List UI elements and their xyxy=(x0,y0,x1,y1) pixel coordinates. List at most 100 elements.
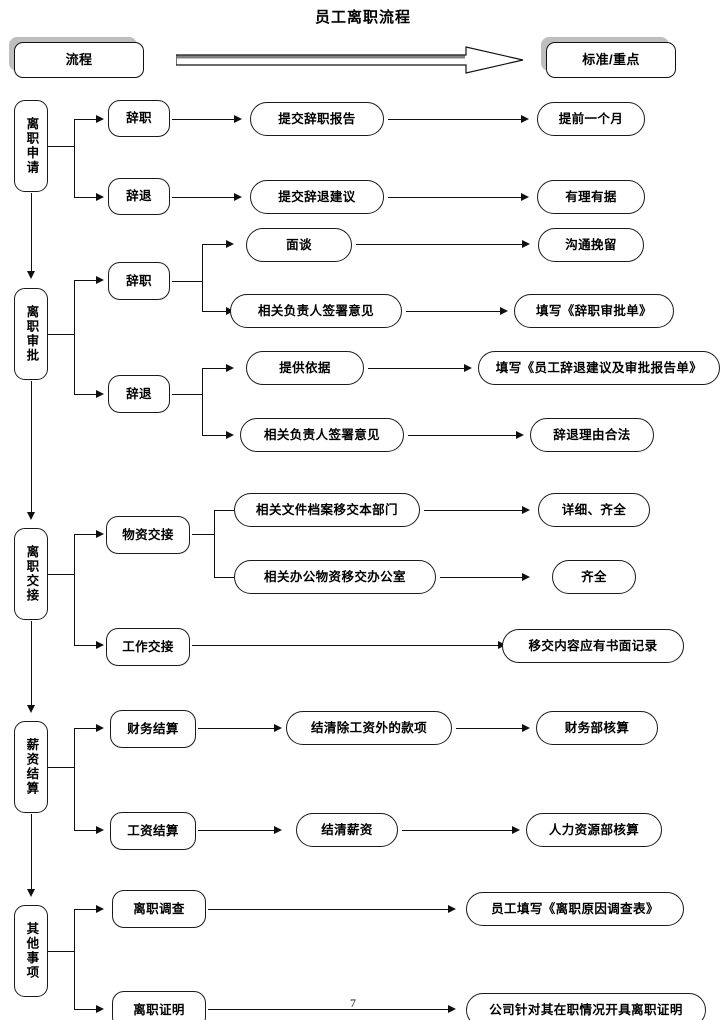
connector xyxy=(456,728,522,729)
page-title: 员工离职流程 xyxy=(314,9,411,26)
node-submit-dismissal-proposal: 提交辞退建议 xyxy=(250,180,384,214)
connector xyxy=(74,119,75,198)
arrowhead-icon xyxy=(448,904,456,913)
node-resign-2: 辞职 xyxy=(108,262,170,300)
connector xyxy=(192,645,498,646)
connector xyxy=(202,368,203,436)
arrowhead-icon xyxy=(96,529,104,538)
arrowhead-icon xyxy=(26,271,35,279)
connector xyxy=(74,1009,96,1010)
connector xyxy=(408,435,516,436)
node-hr-dept-accounting: 人力资源部核算 xyxy=(526,813,662,847)
arrowhead-icon xyxy=(26,705,35,713)
connector xyxy=(388,119,521,120)
arrowhead-icon xyxy=(274,825,282,834)
node-finance-dept-accounting: 财务部核算 xyxy=(536,711,658,745)
arrowhead-icon xyxy=(96,825,104,834)
arrowhead-icon xyxy=(226,430,234,439)
connector xyxy=(440,577,522,578)
arrowhead-icon xyxy=(96,275,104,284)
connector xyxy=(31,814,32,889)
node-dismiss-1: 辞退 xyxy=(108,178,170,215)
node-communicate-retain: 沟通挽留 xyxy=(538,228,644,262)
node-resign-1: 辞职 xyxy=(108,100,170,137)
connector xyxy=(74,534,75,646)
node-transfer-files-to-department: 相关文件档案移交本部门 xyxy=(234,493,420,527)
node-finance-settlement: 财务结算 xyxy=(110,710,196,748)
connector xyxy=(202,435,226,436)
arrowhead-icon xyxy=(448,1004,456,1013)
node-dismiss-2: 辞退 xyxy=(108,375,170,413)
connector xyxy=(74,909,75,1010)
node-lawful-dismissal-reason: 辞退理由合法 xyxy=(530,418,654,452)
node-written-record-required: 移交内容应有书面记录 xyxy=(502,629,684,663)
arrowhead-icon xyxy=(96,192,104,201)
connector xyxy=(74,534,96,535)
connector xyxy=(74,197,96,198)
connector xyxy=(74,909,96,910)
node-well-grounded: 有理有据 xyxy=(537,180,645,214)
node-exit-survey: 离职调查 xyxy=(112,890,206,928)
connector xyxy=(202,311,226,312)
connector xyxy=(74,645,96,646)
connector xyxy=(402,830,512,831)
node-provide-evidence: 提供依据 xyxy=(246,351,364,385)
stage-box-apply: 离职申请 xyxy=(14,100,48,192)
node-manager-sign-2: 相关负责人签署意见 xyxy=(240,418,404,452)
arrowhead-icon xyxy=(521,192,529,201)
node-manager-sign-1: 相关负责人签署意见 xyxy=(230,294,402,328)
connector xyxy=(172,394,202,395)
arrowhead-icon xyxy=(26,512,35,520)
node-exit-certificate: 离职证明 xyxy=(112,991,206,1020)
arrowhead-icon xyxy=(522,505,530,514)
arrowhead-icon xyxy=(522,239,530,248)
connector xyxy=(172,281,202,282)
connector xyxy=(48,767,74,768)
arrowhead-icon xyxy=(522,572,530,581)
node-submit-resignation-report: 提交辞职报告 xyxy=(250,102,384,136)
connector xyxy=(74,728,96,729)
arrowhead-icon xyxy=(521,114,529,123)
node-interview: 面谈 xyxy=(246,228,352,262)
node-detailed-complete: 详细、齐全 xyxy=(538,493,650,527)
arrowhead-icon xyxy=(464,363,472,372)
node-goods-handover: 物资交接 xyxy=(106,516,190,554)
connector xyxy=(356,244,522,245)
connector xyxy=(31,621,32,705)
connector xyxy=(74,394,96,395)
connector xyxy=(48,146,74,147)
connector xyxy=(208,1009,448,1010)
arrowhead-icon xyxy=(234,192,242,201)
stage-box-other-label: 其他事项 xyxy=(24,922,39,980)
connector xyxy=(202,244,203,312)
connector xyxy=(208,909,448,910)
arrowhead-icon xyxy=(96,1004,104,1013)
node-transfer-office-supplies: 相关办公物资移交办公室 xyxy=(234,560,436,594)
node-complete: 齐全 xyxy=(552,560,636,594)
page-number: 7 xyxy=(350,996,356,1010)
node-one-month-advance: 提前一个月 xyxy=(537,102,645,136)
header-right-box: 标准/重点 xyxy=(546,42,676,78)
arrowhead-icon xyxy=(96,389,104,398)
arrowhead-icon xyxy=(226,239,234,248)
connector xyxy=(74,728,75,831)
connector xyxy=(406,311,500,312)
connector xyxy=(424,510,522,511)
connector xyxy=(198,830,274,831)
node-work-handover: 工作交接 xyxy=(106,628,190,666)
arrowhead-icon xyxy=(500,306,508,315)
connector xyxy=(202,244,226,245)
node-fill-resignation-approval-form: 填写《辞职审批单》 xyxy=(514,294,674,328)
stage-box-approve: 离职审批 xyxy=(14,288,48,380)
right-block-arrow-icon xyxy=(176,46,524,74)
stage-box-other: 其他事项 xyxy=(14,905,48,997)
connector xyxy=(74,280,75,395)
arrowhead-icon xyxy=(26,889,35,897)
node-settle-wages: 结清薪资 xyxy=(296,813,398,847)
connector xyxy=(202,368,226,369)
connector xyxy=(31,193,32,271)
connector xyxy=(172,197,234,198)
arrowhead-icon xyxy=(96,114,104,123)
arrowhead-icon xyxy=(234,114,242,123)
arrowhead-icon xyxy=(96,904,104,913)
